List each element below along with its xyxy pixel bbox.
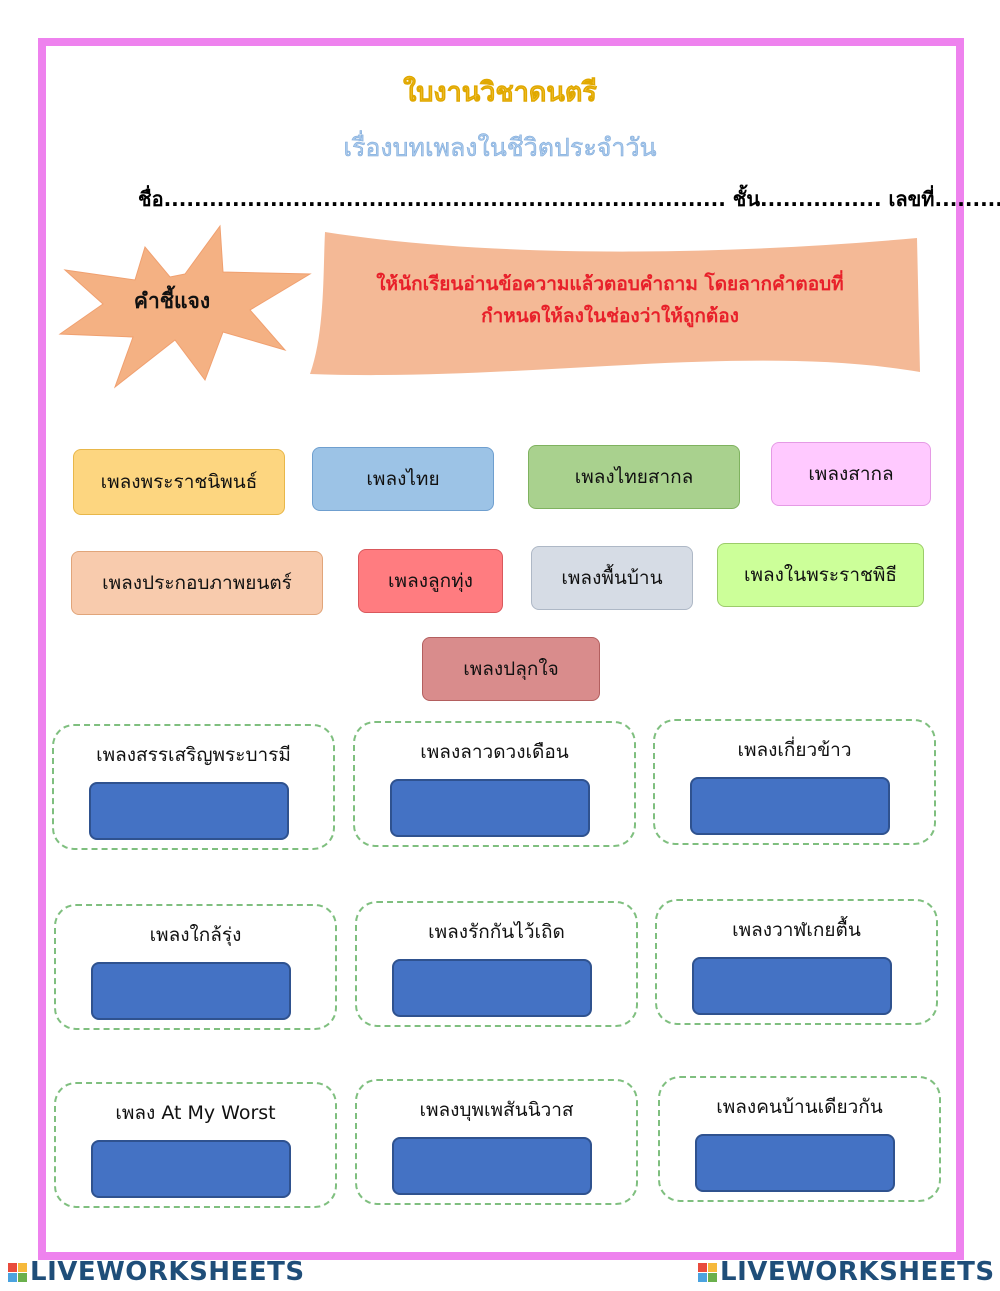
question-zone: เพลงวาฬเกยตื้น xyxy=(655,899,938,1025)
option-folk-song[interactable]: เพลงพื้นบ้าน xyxy=(531,546,693,610)
instruction-label: คำชี้แจง xyxy=(133,289,211,313)
worksheet-title: ใบงานวิชาดนตรี xyxy=(403,77,597,109)
instruction-line-2: กำหนดให้ลงในช่องว่าให้ถูกต้อง xyxy=(481,305,739,327)
question-zone: เพลงใกล้รุ่ง xyxy=(54,904,337,1030)
answer-drop-box[interactable] xyxy=(690,777,890,835)
question-label: เพลงเกี่ยวข้าว xyxy=(737,739,852,761)
question-zone: เพลง At My Worst xyxy=(54,1082,337,1208)
answer-drop-box[interactable] xyxy=(91,962,291,1020)
option-patriotic-song[interactable]: เพลงปลุกใจ xyxy=(422,637,600,701)
answer-drop-box[interactable] xyxy=(392,959,592,1017)
question-zone: เพลงรักกันไว้เถิด xyxy=(355,901,638,1027)
liveworksheets-logo-icon xyxy=(8,1262,27,1282)
instruction-text: ให้นักเรียนอ่านข้อความแล้วตอบคำถาม โดยลา… xyxy=(330,268,890,332)
question-zone: เพลงเกี่ยวข้าว xyxy=(653,719,936,845)
option-international-song[interactable]: เพลงสากล xyxy=(771,442,931,506)
instruction-banner xyxy=(310,232,920,376)
starburst-shape xyxy=(58,224,312,389)
option-thai-song[interactable]: เพลงไทย xyxy=(312,447,494,511)
student-info-line: ชื่อ....................................… xyxy=(138,187,1000,211)
answer-drop-box[interactable] xyxy=(91,1140,291,1198)
answer-drop-box[interactable] xyxy=(390,779,590,837)
question-label: เพลงรักกันไว้เถิด xyxy=(428,921,565,943)
question-zone: เพลงลาวดวงเดือน xyxy=(353,721,636,847)
footer-logo-left: LIVEWORKSHEETS xyxy=(8,1255,305,1289)
option-royal-composition[interactable]: เพลงพระราชนิพนธ์ xyxy=(73,449,285,515)
question-zone: เพลงคนบ้านเดียวกัน xyxy=(658,1076,941,1202)
answer-drop-box[interactable] xyxy=(89,782,289,840)
answer-drop-box[interactable] xyxy=(695,1134,895,1192)
option-movie-soundtrack[interactable]: เพลงประกอบภาพยนตร์ xyxy=(71,551,323,615)
question-label: เพลงวาฬเกยตื้น xyxy=(732,919,861,941)
instruction-line-1: ให้นักเรียนอ่านข้อความแล้วตอบคำถาม โดยลา… xyxy=(376,273,844,295)
question-label: เพลงบุพเพสันนิวาส xyxy=(419,1099,574,1121)
question-label: เพลงลาวดวงเดือน xyxy=(420,741,569,763)
worksheet-subtitle: เรื่องบทเพลงในชีวิตประจำวัน xyxy=(343,133,657,163)
option-thai-pop-song[interactable]: เพลงไทยสากล xyxy=(528,445,740,509)
footer-brand-text: LIVEWORKSHEETS xyxy=(30,1257,305,1287)
question-label: เพลง At My Worst xyxy=(115,1102,276,1124)
option-luk-thung-song[interactable]: เพลงลูกทุ่ง xyxy=(358,549,503,613)
option-royal-ceremony-song[interactable]: เพลงในพระราชพิธี xyxy=(717,543,924,607)
liveworksheets-logo-icon xyxy=(698,1262,717,1282)
question-label: เพลงคนบ้านเดียวกัน xyxy=(716,1096,883,1118)
footer-brand-text: LIVEWORKSHEETS xyxy=(720,1257,995,1287)
question-label: เพลงสรรเสริญพระบารมี xyxy=(96,744,291,766)
answer-drop-box[interactable] xyxy=(392,1137,592,1195)
question-zone: เพลงสรรเสริญพระบารมี xyxy=(52,724,335,850)
answer-drop-box[interactable] xyxy=(692,957,892,1015)
question-label: เพลงใกล้รุ่ง xyxy=(149,924,242,946)
question-zone: เพลงบุพเพสันนิวาส xyxy=(355,1079,638,1205)
footer-logo-right: LIVEWORKSHEETS xyxy=(698,1255,995,1289)
